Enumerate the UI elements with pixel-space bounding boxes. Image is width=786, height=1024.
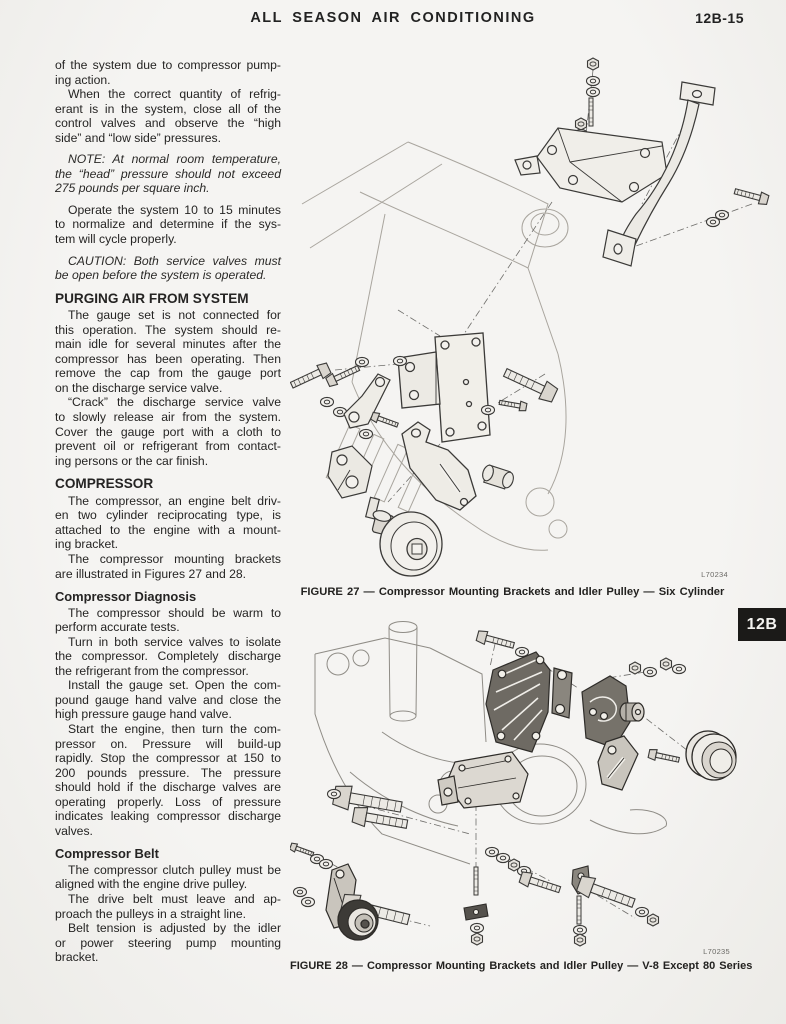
figure-27-diagram	[290, 52, 786, 578]
text-line: Cover the gauge port with a cloth to	[55, 424, 281, 439]
text-line: aligned with the engine drive pulley.	[55, 877, 248, 892]
text-line: NOTE: At normal room temperature,	[68, 152, 281, 167]
text-line: attached to the engine with a mount-	[55, 522, 281, 537]
text-line: The compressor should be warm to	[68, 605, 281, 620]
sub-heading: Compressor Diagnosis	[55, 589, 281, 605]
text-line: Install the gauge set. Open the com-	[68, 678, 281, 693]
text-line: indicates leaking compressor discharge	[55, 809, 281, 824]
text-line: Turn in both service valves to isolate	[68, 634, 281, 649]
text-line: pressor on. Pressure will build-up	[55, 736, 281, 751]
figure-28-photo-code: L70235	[703, 947, 730, 956]
text-line: ing action.	[55, 72, 111, 87]
text-line: 275 pounds per square inch.	[55, 181, 210, 196]
text-line: Compressor Belt	[55, 846, 159, 862]
text-line: The compressor, an engine belt driv-	[68, 493, 281, 508]
text-line: remove the cap from the gauge port	[55, 366, 281, 381]
text-line: PURGING AIR FROM SYSTEM	[55, 290, 249, 306]
figure-28-diagram	[290, 612, 786, 947]
text-line: of the system due to compressor pump-	[55, 58, 281, 72]
text-line: Operate the system 10 to 15 minutes	[68, 202, 281, 217]
text-line: the refrigerant from the compressor.	[55, 663, 249, 678]
text-column: of the system due to compressor pump-ing…	[55, 58, 281, 965]
text-line: perform accurate tests.	[55, 620, 180, 635]
text-line: Belt tension is adjusted by the idler	[68, 921, 281, 936]
page-title: ALL SEASON AIR CONDITIONING	[250, 10, 536, 26]
paragraph: Install the gauge set. Open the com-poun…	[55, 678, 281, 722]
text-line: the “head” pressure should not exceed	[55, 166, 281, 181]
text-line: valves.	[55, 823, 93, 838]
text-line: ing persons or the car finish.	[55, 453, 209, 468]
text-line: Start the engine, then turn the com-	[68, 721, 281, 736]
text-line: The drive belt must leave and ap-	[68, 891, 281, 906]
page-header: ALL SEASON AIR CONDITIONING 12B-15	[0, 10, 786, 32]
text-line: “Crack” the discharge service valve	[68, 395, 281, 410]
text-line: tem will cycle properly.	[55, 232, 177, 247]
text-line: The gauge set is not connected for	[68, 308, 281, 323]
text-line: should hold if the discharge valves are	[55, 780, 281, 795]
text-line: COMPRESSOR	[55, 476, 154, 492]
text-line: en two cylinder reciprocating type, is	[55, 508, 281, 523]
text-line: side” and “low side” pressures.	[55, 130, 221, 145]
text-line: When the correct quantity of refrig-	[68, 87, 281, 102]
text-line: rapidly. Stop the compressor at 150 to	[55, 751, 281, 766]
text-line: be open before the system is operated.	[55, 268, 267, 283]
paragraph: of the system due to compressor pump-ing…	[55, 58, 281, 87]
text-line: or power steering pump mounting	[55, 935, 281, 950]
section-tab: 12B	[738, 608, 786, 641]
paragraph: The drive belt must leave and ap-proach …	[55, 892, 281, 921]
figure-28-caption: FIGURE 28 — Compressor Mounting Brackets…	[290, 960, 753, 972]
text-line: this operation. The system should re-	[55, 322, 281, 337]
text-line: high pressure gauge hand valve.	[55, 707, 232, 722]
text-line: prevent oil or refrigerant from contact-	[55, 439, 281, 454]
text-line: to normalize and determine if the sys-	[55, 217, 281, 232]
text-line: compressor has been operating. Then	[55, 351, 281, 366]
text-line: erant is in the system, close all of the	[55, 101, 281, 116]
figure-27-photo-code: L70234	[701, 570, 728, 579]
page-number: 12B-15	[695, 10, 744, 26]
figure-27-caption: FIGURE 27 — Compressor Mounting Brackets…	[300, 586, 725, 598]
text-line: to slowly release air from the system.	[55, 410, 281, 425]
text-line: are illustrated in Figures 27 and 28.	[55, 566, 247, 581]
note-paragraph: NOTE: At normal room temperature,the “he…	[55, 152, 281, 196]
text-line: 200 pounds pressure. The pressure	[55, 765, 281, 780]
text-line: pound gauge hand valve and close the	[55, 692, 281, 707]
sub-heading: Compressor Belt	[55, 847, 281, 862]
text-line: the compressor. Completely discharge	[55, 649, 281, 664]
text-line: The compressor clutch pulley must be	[68, 862, 281, 877]
text-line: on the discharge service valve.	[55, 380, 223, 395]
paragraph: When the correct quantity of refrig-eran…	[55, 87, 281, 145]
text-line: Compressor Diagnosis	[55, 589, 197, 605]
paragraph: The compressor, an engine belt driv-en t…	[55, 494, 281, 552]
paragraph: Start the engine, then turn the com-pres…	[55, 722, 281, 838]
section-heading: COMPRESSOR	[55, 477, 281, 492]
text-line: control valves and observe the “high	[55, 116, 281, 131]
text-line: CAUTION: Both service valves must	[68, 253, 281, 268]
text-line: ing bracket.	[55, 537, 119, 552]
text-line: proach the pulleys in a straight line.	[55, 906, 247, 921]
section-heading: PURGING AIR FROM SYSTEM	[55, 290, 281, 307]
text-line: main idle for several minutes after the	[55, 337, 281, 352]
text-line: The compressor mounting brackets	[68, 551, 281, 566]
text-line: bracket.	[55, 950, 99, 965]
text-line: operating properly. Loss of pressure	[55, 794, 281, 809]
